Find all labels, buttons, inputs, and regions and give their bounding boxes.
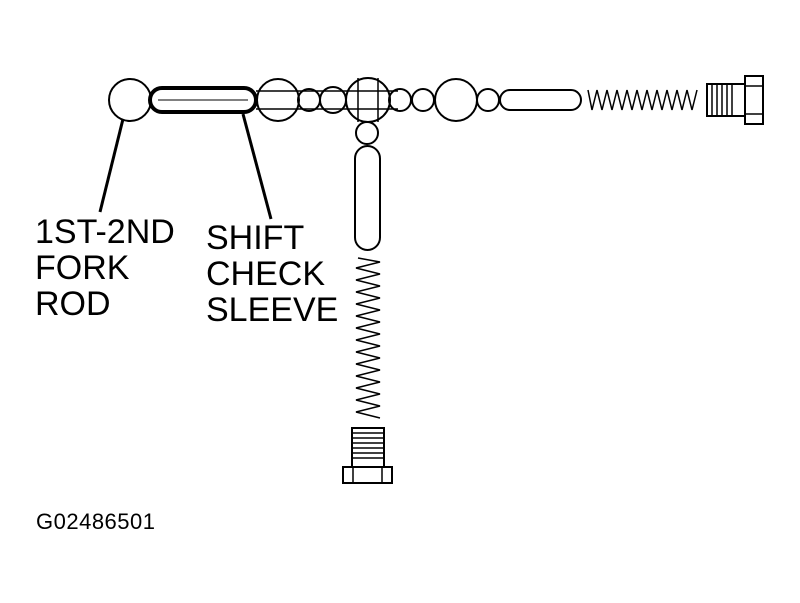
vertical-spring [355, 257, 381, 419]
check-ball-center [345, 77, 391, 123]
horizontal-spring [587, 89, 698, 111]
check-ball-small-4 [476, 88, 500, 112]
check-ball-small-1 [297, 88, 321, 112]
check-ball-small-3 [411, 88, 435, 112]
check-ball-large-1 [256, 78, 300, 122]
vertical-plunger [354, 145, 381, 251]
leader-line-fork-rod [98, 118, 125, 213]
horizontal-plug-head [744, 75, 764, 125]
vertical-plug-head [342, 466, 393, 484]
vertical-check-ball [355, 121, 379, 145]
leader-line-sleeve [241, 113, 273, 220]
check-ball-small-2 [388, 88, 412, 112]
figure-code: G02486501 [36, 509, 156, 534]
horizontal-plunger [499, 89, 582, 111]
shift-check-sleeve-label: SHIFT CHECK SLEEVE [206, 219, 339, 329]
check-ball-large-2 [434, 78, 478, 122]
fork-rod-ball [108, 78, 152, 122]
fork-rod-label: 1ST-2ND FORK ROD [35, 213, 175, 323]
